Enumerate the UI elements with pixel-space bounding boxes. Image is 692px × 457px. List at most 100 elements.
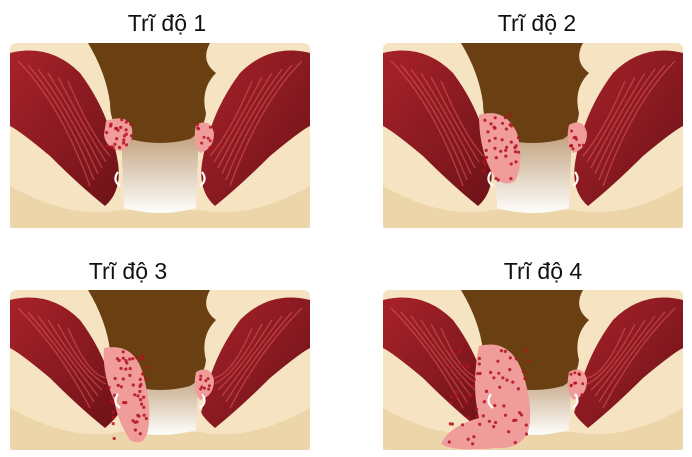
hemorrhoid-dot (467, 364, 470, 367)
hemorrhoid-dot (112, 411, 115, 414)
hemorrhoid-dot (203, 387, 206, 390)
hemorrhoid-dot (458, 350, 461, 353)
hemorrhoid-dot (467, 416, 470, 419)
hemorrhoid-dot (129, 367, 132, 370)
hemorrhoid-dot (145, 417, 148, 420)
hemorrhoid-dot (449, 366, 452, 369)
hemorrhoid-dot (124, 368, 127, 371)
hemorrhoid-dot (517, 387, 520, 390)
hemorrhoid-dot (509, 114, 512, 117)
hemorrhoid-dot (115, 127, 118, 130)
hemorrhoid-dot (138, 390, 141, 393)
hemorrhoid-dot (489, 122, 492, 125)
hemorrhoid-dot (142, 396, 145, 399)
hemorrhoid-dot (207, 377, 210, 380)
hemorrhoid-dot (488, 420, 491, 423)
hemorrhoid-dot (492, 376, 495, 379)
hemorrhoid-dot (449, 351, 452, 354)
hemorrhoid-dot (510, 162, 513, 165)
hemorrhoid-dot (523, 349, 526, 352)
hemorrhoid-dot (112, 416, 115, 419)
panel-title-3: Trĩ độ 3 (89, 260, 167, 283)
hemorrhoid-dot (122, 138, 125, 141)
hemorrhoid-dot (136, 394, 139, 397)
hemorrhoid-dot (483, 169, 486, 172)
hemorrhoid-dot (573, 371, 576, 374)
hemorrhoid-dot (455, 395, 458, 398)
hemorrhoid-dot (467, 438, 470, 441)
hemorrhoid-dot (495, 156, 498, 159)
hemorrhoid-dot (461, 423, 464, 426)
hemorrhoid-dot (135, 420, 138, 423)
hemorrhoid-dot (509, 177, 512, 180)
hemorrhoid-dot (466, 402, 469, 405)
hemorrhoid-dot (500, 349, 503, 352)
hemorrhoid-dot (483, 400, 486, 403)
hemorrhoid-dot (113, 143, 116, 146)
hemorrhoid-dot (581, 382, 584, 385)
hemorrhoid-dot (527, 359, 530, 362)
hemorrhoid-dot (129, 123, 132, 126)
panel-image-4 (383, 290, 683, 450)
hemorrhoid-dot (108, 386, 111, 389)
hemorrhoid-dot (200, 142, 203, 145)
hemorrhoid-dot (501, 122, 504, 125)
hemorrhoid-dot (570, 144, 573, 147)
hemorrhoid-dot (478, 357, 481, 360)
hemorrhoid-dot (505, 127, 508, 130)
hemorrhoid-dot (504, 149, 507, 152)
hemorrhoid-dot (105, 131, 108, 134)
hemorrhoid-dot (209, 139, 212, 142)
hemorrhoid-dot (514, 150, 517, 153)
hemorrhoid-dot (115, 137, 118, 140)
hemorrhoid-dot (505, 379, 508, 382)
hemorrhoid-dot (572, 147, 575, 150)
hemorrhoid-dot (450, 395, 453, 398)
hemorrhoid-dot (203, 136, 206, 139)
hemorrhoid-dot (483, 163, 486, 166)
hemorrhoid-dot (110, 123, 113, 126)
hemorrhoid-dot (141, 355, 144, 358)
hemorrhoid-dot (515, 357, 518, 360)
hemorrhoid-dot (125, 361, 128, 364)
hemorrhoid-dot (207, 388, 210, 391)
hemorrhoid-dot (135, 356, 138, 359)
hemorrhoid-dot (482, 414, 485, 417)
hemorrhoid-dot (109, 146, 112, 149)
hemorrhoid-dot (511, 381, 514, 384)
hemorrhoid-dot (504, 350, 507, 353)
hemorrhoid-dot (199, 388, 202, 391)
hemorrhoid-dot (504, 414, 507, 417)
hemorrhoid-dot (469, 394, 472, 397)
hemorrhoid-dot (493, 404, 496, 407)
hemorrhoid-dot (478, 423, 481, 426)
hemorrhoid-dot (448, 440, 451, 443)
hemorrhoid-dot (199, 378, 202, 381)
hemorrhoid-dot (142, 406, 145, 409)
hemorrhoid-dot (120, 118, 123, 121)
hemorrhoid-dot (508, 368, 511, 371)
hemorrhoid-dot (144, 377, 147, 380)
hemorrhoid-dot (118, 146, 121, 149)
hemorrhoid-dot (473, 378, 476, 381)
hemorrhoid-dot (514, 441, 517, 444)
hemorrhoid-dot (507, 430, 510, 433)
panel-title-1: Trĩ độ 1 (128, 12, 206, 35)
hemorrhoid-dot (119, 367, 122, 370)
hemorrhoid-dot (488, 139, 491, 142)
hemorrhoid-dot (496, 360, 499, 363)
hemorrhoid-dot (114, 377, 117, 380)
hemorrhoid-dot (570, 130, 573, 133)
hemorrhoid-dot (573, 136, 576, 139)
hemorrhoid-dot (476, 372, 479, 375)
hemorrhoid-dot (510, 141, 513, 144)
hemorrhoid-dot (494, 116, 497, 119)
hemorrhoid-dot (133, 393, 136, 396)
hemorrhoid-dot (132, 383, 135, 386)
hemorrhoid-dot (125, 128, 128, 131)
hemorrhoid-dot (136, 414, 139, 417)
hemorrhoid-dot (570, 373, 573, 376)
hemorrhoid-dot (493, 127, 496, 130)
hemorrhoid-dot (484, 157, 487, 160)
hemorrhoid-dot (204, 379, 207, 382)
